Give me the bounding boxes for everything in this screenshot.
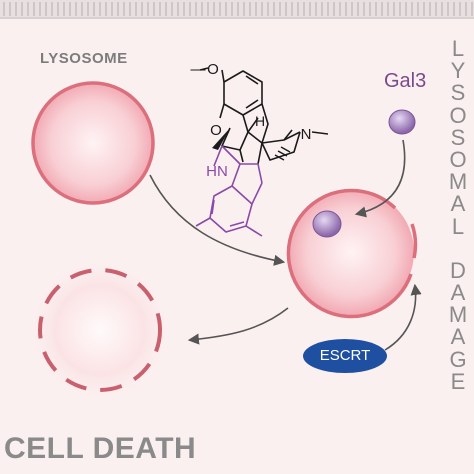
arrow-escrt-repair <box>384 283 422 351</box>
amine-nitrogen: N <box>301 126 312 143</box>
side-title-letter: M <box>448 169 468 195</box>
methyl-chain-label: — <box>191 61 206 78</box>
lysosome-circle <box>31 81 155 205</box>
gal3-inner-protein <box>312 210 342 238</box>
side-title-letter: S <box>450 80 466 106</box>
escrt-complex <box>303 339 387 373</box>
side-title-letter: O <box>449 146 467 172</box>
lysosome-label: LYSOSOME <box>40 50 128 67</box>
bridgehead-hydrogen: H <box>255 113 265 129</box>
side-title-letter: G <box>449 346 467 372</box>
side-title-letter: A <box>450 324 466 350</box>
side-title-letter: D <box>450 257 466 283</box>
side-title-letter: L <box>451 36 465 61</box>
arrow-lysosome-to-damage <box>149 174 286 266</box>
dashed-membrane <box>38 268 162 392</box>
side-title-letter: Y <box>450 58 466 84</box>
hash-bond <box>274 146 291 161</box>
indole-nh: HN <box>206 163 228 180</box>
side-title-letter: S <box>450 124 466 150</box>
gal3-label: Gal3 <box>384 70 427 92</box>
side-title-letter: A <box>450 191 466 217</box>
indole-fragment <box>195 145 263 237</box>
arrow-gal3-to-damage <box>354 139 406 218</box>
damaged-membrane <box>286 188 413 319</box>
cell-death-label: CELL DEATH <box>4 432 197 465</box>
escrt-label: ESCRT <box>319 347 371 364</box>
side-title-letter: M <box>448 302 468 328</box>
membrane-fragment <box>410 223 418 259</box>
side-title-letter: O <box>449 102 467 128</box>
arrow-to-cell-death <box>187 307 289 345</box>
molecule-structure <box>199 67 329 165</box>
gal3-protein <box>388 109 416 135</box>
damaged-lysosome <box>286 188 418 319</box>
methoxy-oxygen: O <box>207 61 219 78</box>
top-border <box>0 0 474 19</box>
side-title-letter: L <box>451 213 465 239</box>
bridge-oxygen: O <box>210 122 222 139</box>
side-title-letter: A <box>450 280 466 306</box>
dying-lysosome <box>25 255 175 405</box>
wedge-bond <box>212 128 230 150</box>
side-title-letter: E <box>450 368 466 394</box>
